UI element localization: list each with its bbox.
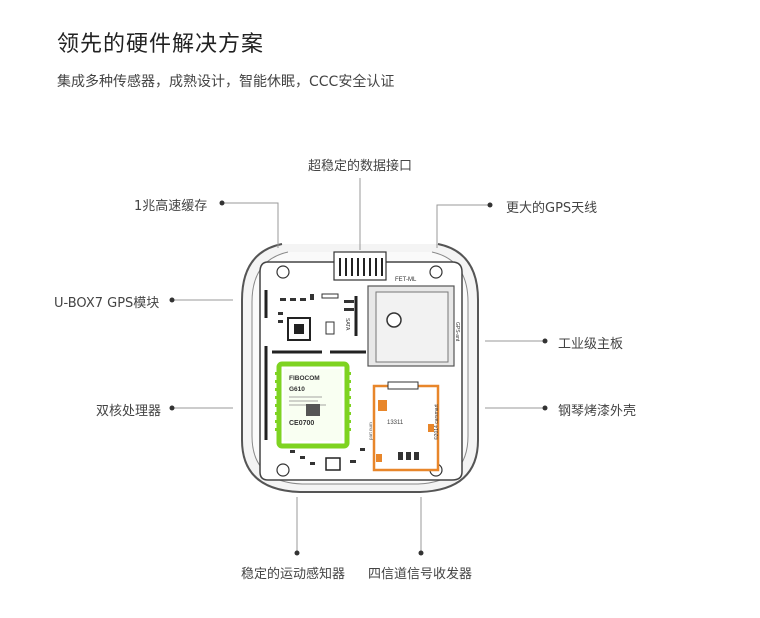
gps-antenna-feed <box>386 312 402 328</box>
board-traces <box>264 290 366 440</box>
mount-hole <box>429 265 443 279</box>
module-qr-code <box>306 404 320 416</box>
data-port-connector <box>333 251 387 281</box>
small-chip <box>325 321 335 335</box>
leader-dots <box>169 200 548 556</box>
antenna-label: GPS-ant <box>454 322 460 342</box>
module-pads <box>275 372 351 431</box>
motion-sensor <box>325 457 341 471</box>
mount-hole <box>276 463 290 477</box>
chip-code: 13311 <box>387 420 404 426</box>
callout-gps-antenna: 更大的GPS天线 <box>506 201 598 216</box>
sim-text: ©2014 carsmart <box>433 404 440 440</box>
part-number: part num <box>368 422 373 440</box>
callout-mainboard: 工业级主板 <box>558 337 624 352</box>
page-subtitle: 集成多种传感器，成熟设计，智能休眠，CCC安全认证 <box>57 74 395 90</box>
mount-hole <box>276 265 290 279</box>
ce-mark: CE0700 <box>289 420 314 427</box>
module-model: G610 <box>289 386 305 393</box>
cache-chip-core <box>294 324 304 334</box>
data-port-pins <box>339 258 383 276</box>
leader-lines <box>172 178 545 553</box>
smd-components <box>278 293 354 323</box>
callout-dual-core: 双核处理器 <box>96 404 162 419</box>
page-title: 领先的硬件解决方案 <box>57 32 265 57</box>
callout-transceiver: 四信道信号收发器 <box>368 567 473 582</box>
callout-data-port: 超稳定的数据接口 <box>308 159 413 174</box>
callout-cache: 1兆高速缓存 <box>134 199 208 214</box>
sim-contacts <box>376 400 434 462</box>
callout-motion-sensor: 稳定的运动感知器 <box>241 567 346 582</box>
module-brand: FIBOCOM <box>289 375 320 382</box>
connector-label: FET-ML <box>395 277 417 283</box>
sata-label: SATA <box>344 318 350 331</box>
callout-shell: 钢琴烤漆外壳 <box>558 404 637 419</box>
sim-pads <box>398 452 419 460</box>
gps-antenna-patch <box>375 291 449 363</box>
sim-connector <box>387 381 419 390</box>
callout-gps-module: U-BOX7 GPS模块 <box>54 296 160 311</box>
bottom-components <box>290 448 365 465</box>
